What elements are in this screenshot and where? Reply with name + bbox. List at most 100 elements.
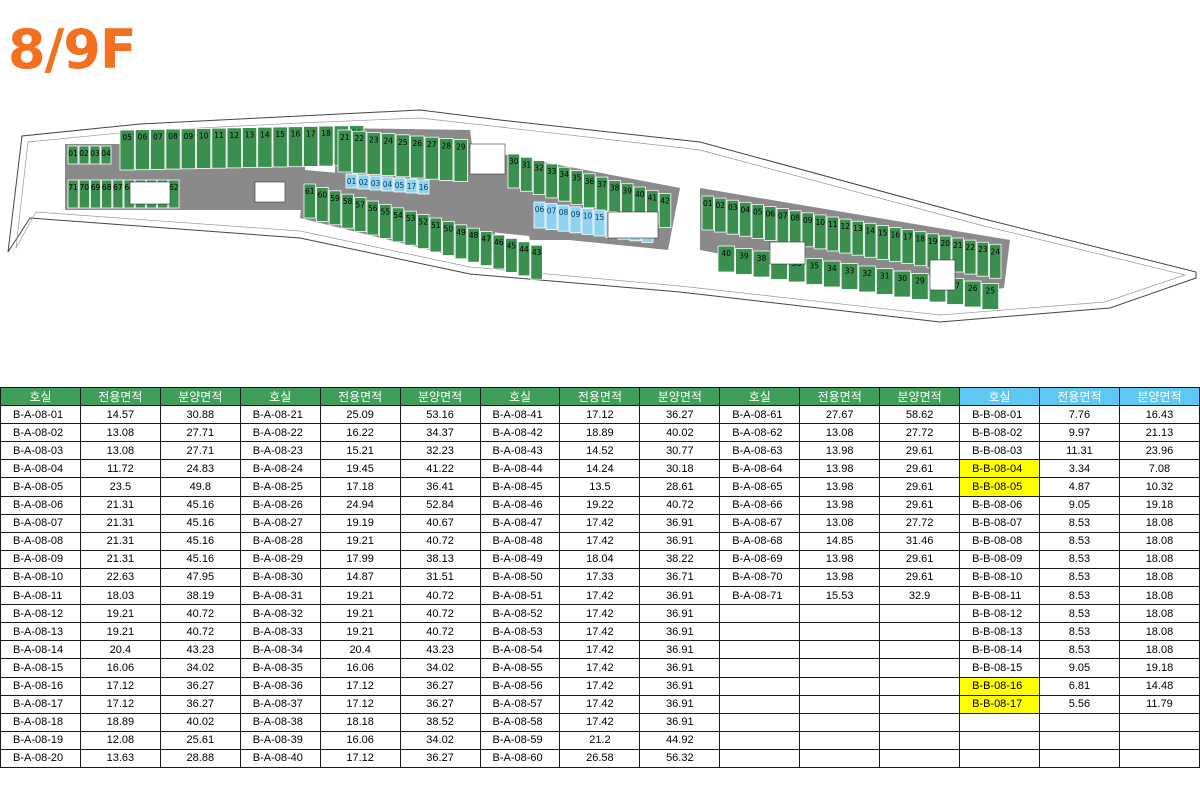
unit-cell: B-B-08-03 (959, 441, 1040, 461)
exclusive-area-cell: 8.53 (1038, 513, 1120, 533)
svg-text:31: 31 (880, 272, 890, 281)
unit-cell (719, 676, 801, 696)
plan-unit-right-upper-07: 07 (776, 208, 789, 243)
exclusive-area-cell: 13.08 (79, 441, 161, 461)
sale-area-cell: 36.91 (639, 531, 721, 551)
svg-text:12: 12 (229, 131, 239, 140)
plan-unit-upper-mid-28: 28 (439, 138, 454, 181)
plan-unit-left-small-02: 02 (78, 145, 90, 165)
sale-area-cell (879, 712, 961, 732)
plan-unit-right-upper-05: 05 (751, 204, 764, 239)
unit-cell: B-A-08-31 (239, 586, 321, 606)
plan-unit-center-upper-36: 36 (583, 173, 596, 209)
unit-cell: B-B-08-02 (959, 423, 1040, 443)
page-title: 8/9F (8, 18, 137, 81)
exclusive-area-cell: 12.08 (79, 730, 161, 750)
unit-cell: B-A-08-35 (239, 658, 321, 678)
plan-unit-top-left-13: 13 (241, 127, 258, 169)
svg-text:67: 67 (113, 183, 123, 192)
unit-cell: B-A-08-06 (0, 495, 81, 515)
sale-area-cell: 30.18 (639, 459, 721, 479)
exclusive-area-cell: 4.87 (1038, 477, 1120, 497)
svg-text:42: 42 (660, 197, 670, 206)
unit-cell: B-A-08-26 (239, 495, 321, 515)
svg-text:26: 26 (412, 139, 422, 148)
plan-unit-top-left-17: 17 (303, 125, 319, 167)
plan-unit-right-upper-09: 09 (801, 212, 814, 248)
exclusive-area-cell: 25.09 (319, 405, 401, 425)
sale-area-cell: 36.27 (399, 694, 481, 714)
sale-area-cell: 36.91 (639, 658, 721, 678)
plan-unit-right-lower-30: 30 (893, 270, 912, 298)
sale-area-cell: 18.08 (1118, 586, 1200, 606)
svg-text:24: 24 (383, 137, 393, 146)
unit-cell: B-A-08-34 (239, 640, 321, 660)
sale-area-cell (879, 730, 961, 750)
svg-text:27: 27 (427, 140, 437, 149)
unit-cell: B-A-08-19 (0, 730, 81, 750)
plan-unit-upper-mid-22: 22 (352, 130, 367, 174)
svg-text:13: 13 (245, 131, 255, 140)
svg-text:04: 04 (101, 149, 111, 158)
exclusive-area-cell: 13.08 (79, 423, 161, 443)
unit-cell (719, 622, 801, 642)
plan-unit-blue-upper-16: 16 (417, 179, 430, 195)
sale-area-cell (1118, 748, 1200, 768)
exclusive-area-cell: 17.12 (79, 694, 161, 714)
svg-text:29: 29 (915, 277, 925, 286)
sale-area-cell: 18.08 (1118, 531, 1200, 551)
unit-cell: B-A-08-32 (239, 604, 321, 624)
exclusive-area-cell (799, 658, 881, 678)
plan-unit-right-upper-21: 21 (951, 237, 964, 273)
sale-area-cell: 36.91 (639, 513, 721, 533)
unit-cell: B-A-08-53 (479, 622, 561, 642)
svg-text:16: 16 (291, 130, 301, 139)
svg-text:55: 55 (381, 207, 391, 216)
plan-unit-right-lower-40: 40 (717, 245, 736, 273)
svg-text:45: 45 (507, 241, 517, 250)
exclusive-area-cell: 20.4 (79, 640, 161, 660)
svg-text:51: 51 (431, 221, 441, 230)
svg-text:33: 33 (845, 267, 855, 276)
plan-unit-center-upper-35: 35 (570, 170, 584, 205)
svg-text:58: 58 (343, 197, 353, 206)
plan-unit-center-upper-34: 34 (558, 166, 571, 202)
exclusive-area-cell: 17.12 (79, 676, 161, 696)
unit-cell: B-A-08-59 (479, 730, 561, 750)
plan-unit-mid-lower-57: 57 (353, 197, 367, 232)
unit-cell: B-A-08-23 (239, 441, 321, 461)
plan-unit-right-upper-15: 15 (876, 225, 889, 260)
svg-text:16: 16 (419, 183, 429, 192)
table-header-unit: 호실 (0, 386, 81, 407)
plan-unit-mid-lower-49: 49 (454, 224, 468, 260)
exclusive-area-cell: 14.57 (79, 405, 161, 425)
plan-unit-mid-lower-46: 46 (492, 234, 506, 270)
svg-text:01: 01 (68, 149, 78, 158)
plan-unit-blue-upper-04: 04 (381, 176, 394, 192)
sale-area-cell: 28.88 (159, 748, 241, 768)
unit-cell: B-A-08-48 (479, 531, 561, 551)
unit-cell (719, 712, 801, 732)
svg-text:05: 05 (753, 207, 763, 216)
exclusive-area-cell: 19.21 (79, 622, 161, 642)
exclusive-area-cell (799, 622, 881, 642)
sale-area-cell: 10.32 (1118, 477, 1200, 497)
plan-unit-blue-center-09: 09 (569, 206, 582, 234)
exclusive-area-cell: 11.31 (1038, 441, 1120, 461)
plan-unit-center-upper-38: 38 (608, 180, 621, 215)
svg-text:21: 21 (340, 133, 350, 142)
exclusive-area-cell: 13.98 (799, 459, 881, 479)
plan-unit-upper-mid-24: 24 (381, 133, 396, 176)
unit-cell: B-A-08-55 (479, 658, 561, 678)
svg-text:19: 19 (928, 237, 938, 246)
svg-text:09: 09 (571, 210, 581, 219)
svg-text:69: 69 (91, 183, 101, 192)
sale-area-cell: 36.91 (639, 676, 721, 696)
unit-cell: B-A-08-36 (239, 676, 321, 696)
plan-unit-right-upper-01: 01 (701, 195, 714, 231)
